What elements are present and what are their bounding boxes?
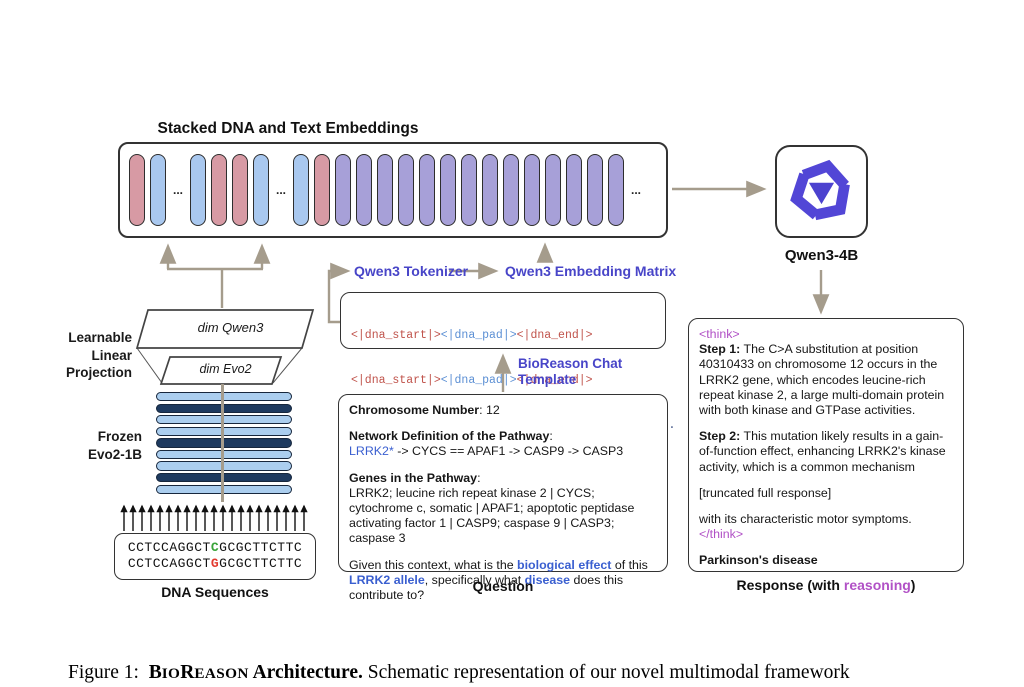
- dim-evo2-label: dim Evo2: [199, 362, 252, 376]
- evo2-layer-stack: [156, 392, 292, 494]
- pill-purple: [398, 154, 414, 226]
- pill-blue: [150, 154, 166, 226]
- dim-qwen3-trapezoid: [135, 309, 315, 349]
- token-box: <|dna_start|><|dna_pad|><|dna_end|> <|dn…: [340, 292, 675, 432]
- ellipsis: ...: [630, 183, 641, 197]
- learnable-linear-projection-label: Learnable Linear Projection: [65, 330, 132, 380]
- pill-purple: [545, 154, 561, 226]
- qwen3-tokenizer-label: Qwen3 Tokenizer: [354, 263, 469, 279]
- figure-caption-line-1: Figure 1: BIOREASON Architecture. Schema…: [68, 662, 850, 683]
- stacked-embeddings-title: Stacked DNA and Text Embeddings: [157, 120, 419, 137]
- pill-purple: [587, 154, 603, 226]
- qwen3-logo-icon: [790, 159, 850, 221]
- pill-blue: [190, 154, 206, 226]
- question-network-pathway: LRRK2* -> CYCS == APAF1 -> CASP9 -> CASP…: [349, 444, 624, 459]
- tokenbox-to-tokenizer-arrow: [327, 262, 351, 324]
- linear-projection-shapes: [135, 309, 315, 385]
- token-line-2: <|dna_start|><|dna_pad|><|dna_end|>: [351, 374, 593, 387]
- question-network-heading: Network Definition of the Pathway:: [349, 429, 553, 444]
- pill-purple: [566, 154, 582, 226]
- response-answer: Parkinson's disease: [699, 553, 818, 568]
- ellipsis: ...: [172, 183, 183, 197]
- dna-sequences-label: DNA Sequences: [161, 584, 269, 600]
- response-step-2: Step 2: This mutation likely results in …: [699, 429, 946, 474]
- tan-connectors: [159, 180, 830, 392]
- question-box: Chromosome Number: 12 Network Definition…: [338, 394, 668, 602]
- response-motor-symptoms: with its characteristic motor symptoms.: [699, 512, 912, 527]
- pill-blue: [293, 154, 309, 226]
- response-think-open: <think>: [699, 327, 740, 341]
- qwen3-logo-box: [775, 145, 868, 238]
- pill-purple: [608, 154, 624, 226]
- pill-blue: [253, 154, 269, 226]
- bar-light: [156, 392, 292, 402]
- response-think-close: </think>: [699, 527, 744, 542]
- bar-light: [156, 461, 292, 471]
- pill-purple: [377, 154, 393, 226]
- bar-dark: [156, 473, 292, 483]
- pill-pink: [129, 154, 145, 226]
- question-genes-list: LRRK2; leucine rich repeat kinase 2 | CY…: [349, 485, 635, 546]
- bioreason-chat-template-label: BioReason Chat Template: [518, 356, 623, 387]
- bar-dark: [156, 403, 292, 413]
- pill-purple: [440, 154, 456, 226]
- bar-light: [156, 449, 292, 460]
- pill-purple: [482, 154, 498, 226]
- dim-evo2-trapezoid: [159, 356, 283, 385]
- question-prompt: Given this context, what is the biologic…: [349, 557, 648, 603]
- token-line-1: <|dna_start|><|dna_pad|><|dna_end|>: [351, 329, 593, 342]
- pill-pink: [314, 154, 330, 226]
- pill-purple: [461, 154, 477, 226]
- response-truncated: [truncated full response]: [699, 485, 832, 500]
- pill-pink: [211, 154, 227, 226]
- qwen3-caption: Qwen3-4B: [784, 247, 859, 264]
- pill-pink: [232, 154, 248, 226]
- dna-input-arrows: [120, 504, 308, 531]
- question-label: Question: [472, 578, 534, 594]
- response-label: Response (with reasoning): [736, 577, 916, 593]
- question-genes-heading: Genes in the Pathway:: [349, 470, 481, 485]
- response-box: <think> Step 1: The C>A substitution at …: [688, 318, 964, 572]
- qwen3-embedding-matrix-label: Qwen3 Embedding Matrix: [505, 263, 677, 279]
- dim-qwen3-label: dim Qwen3: [197, 320, 264, 335]
- pill-purple: [503, 154, 519, 226]
- pill-purple: [335, 154, 351, 226]
- bar-dark: [156, 438, 292, 448]
- dna-sequence-1: CCTCCAGGCTCGCGCTTCTTC: [127, 540, 303, 555]
- dna-sequences-box: CCTCCAGGCTCGCGCTTCTTC CCTCCAGGCTGGCGCTTC…: [114, 533, 316, 580]
- pill-purple: [356, 154, 372, 226]
- question-chromosome: Chromosome Number: 12: [349, 403, 500, 417]
- pill-purple: [419, 154, 435, 226]
- response-step-1: Step 1: The C>A substitution at position…: [699, 342, 945, 418]
- bar-light: [156, 426, 292, 436]
- bar-light: [156, 484, 292, 494]
- stack-center-line: [221, 384, 224, 502]
- embedding-pills: .........: [120, 144, 666, 236]
- pill-purple: [524, 154, 540, 226]
- frozen-evo2-label: Frozen Evo2-1B: [87, 429, 142, 462]
- dna-sequence-2: CCTCCAGGCTGGCGCTTCTTC: [127, 555, 303, 571]
- ellipsis: ...: [275, 183, 286, 197]
- embeddings-box: .........: [118, 142, 668, 238]
- bar-light: [156, 415, 292, 425]
